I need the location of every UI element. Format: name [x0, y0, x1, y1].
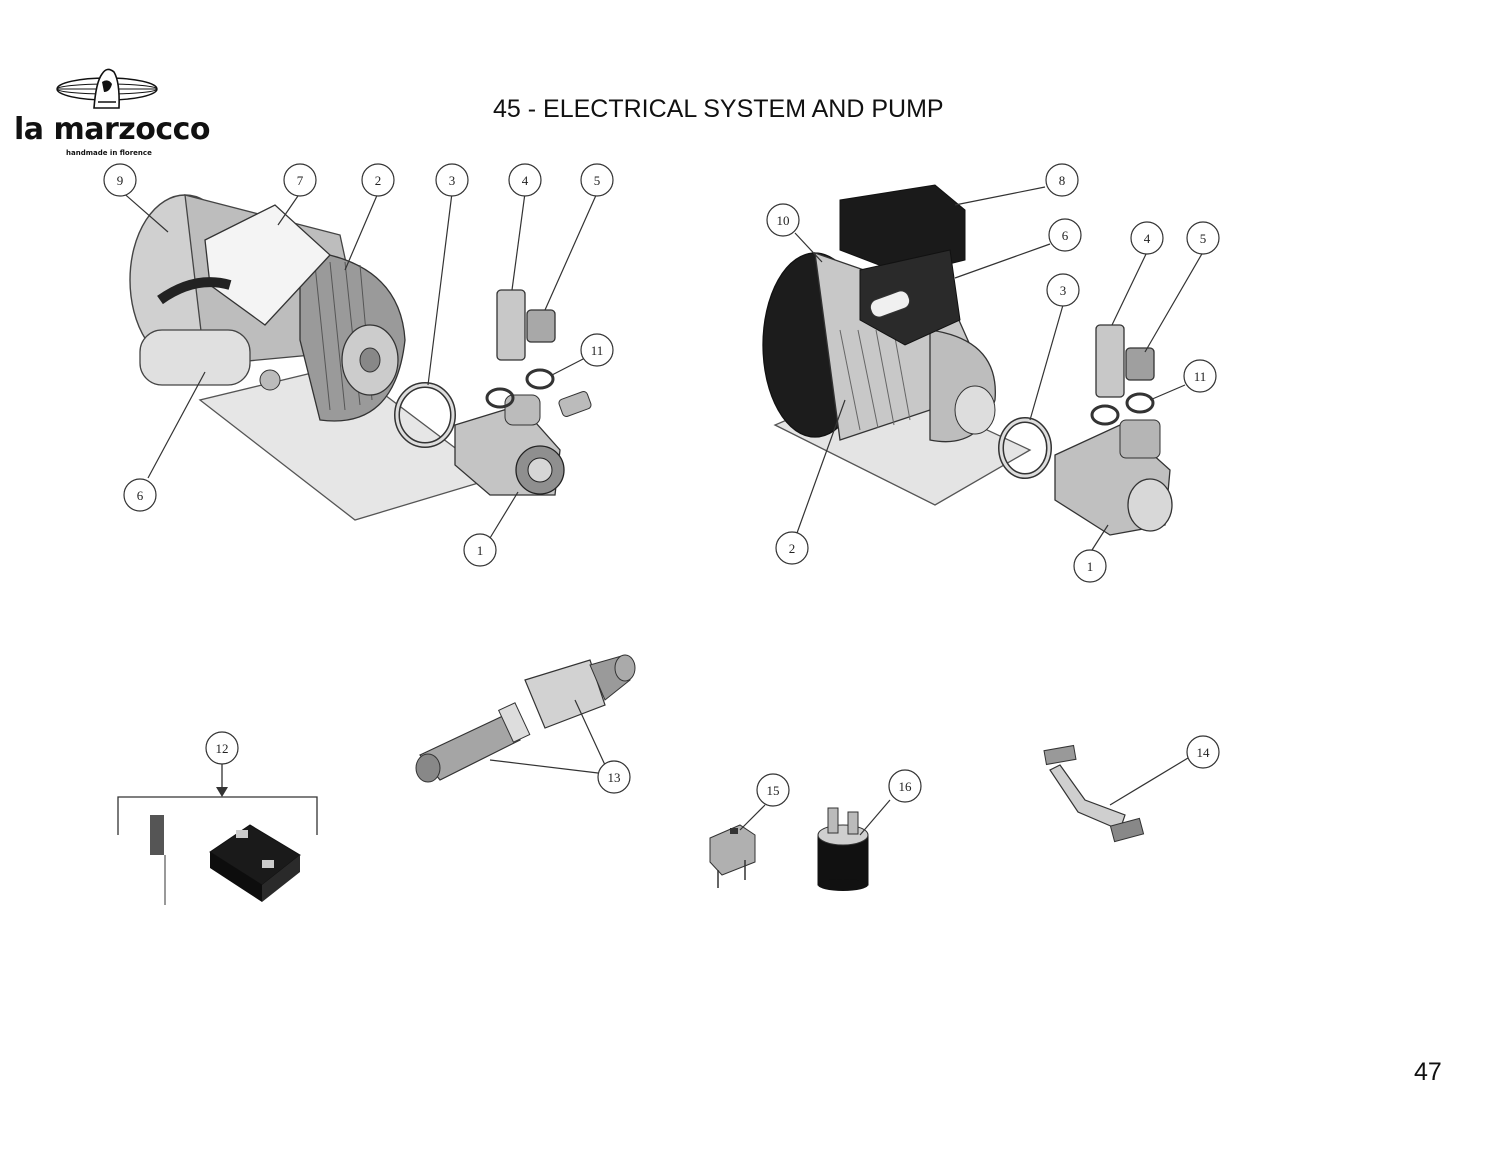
callout-label: 1 — [477, 543, 484, 558]
callout-label: 6 — [1062, 228, 1069, 243]
callout-label: 6 — [137, 488, 144, 503]
la-marzocco-logo-emblem — [56, 68, 158, 109]
left-pump-assembly: 9 7 2 3 4 5 11 6 1 — [103, 163, 614, 567]
part-12-relay — [117, 763, 318, 905]
callout-label: 3 — [1060, 283, 1067, 298]
callout-label: 11 — [591, 343, 604, 358]
page-title: 45 - ELECTRICAL SYSTEM AND PUMP — [493, 95, 944, 123]
callout-label: 12 — [216, 741, 229, 756]
callout-label: 13 — [608, 770, 621, 785]
callout-label: 3 — [449, 173, 456, 188]
part-13-connector — [415, 654, 636, 783]
callout-label: 8 — [1059, 173, 1066, 188]
right-pump-assembly: 10 8 6 3 4 5 11 2 1 — [762, 163, 1220, 583]
part-14-flat-cable — [1043, 744, 1189, 843]
page-number: 47 — [1414, 1058, 1442, 1086]
callout-label: 15 — [767, 783, 780, 798]
callout-label: 9 — [117, 173, 124, 188]
logo-brand-name: la marzocco — [14, 112, 211, 147]
callout-label: 10 — [777, 213, 790, 228]
callout-label: 16 — [899, 779, 913, 794]
callout-label: 4 — [522, 173, 529, 188]
callout-label: 4 — [1144, 231, 1151, 246]
loose-parts: 12 13 15 16 14 — [117, 654, 1220, 905]
part-16-cylinder — [817, 799, 891, 891]
callout-label: 11 — [1194, 369, 1207, 384]
callout-label: 7 — [297, 173, 304, 188]
callout-label: 2 — [375, 173, 382, 188]
callout-label: 5 — [594, 173, 601, 188]
callout-label: 1 — [1087, 559, 1094, 574]
logo-tagline: handmade in florence — [66, 149, 152, 157]
callout-label: 5 — [1200, 231, 1207, 246]
callout-label: 2 — [789, 541, 796, 556]
callout-label: 14 — [1197, 745, 1211, 760]
part-15-component — [709, 804, 766, 888]
